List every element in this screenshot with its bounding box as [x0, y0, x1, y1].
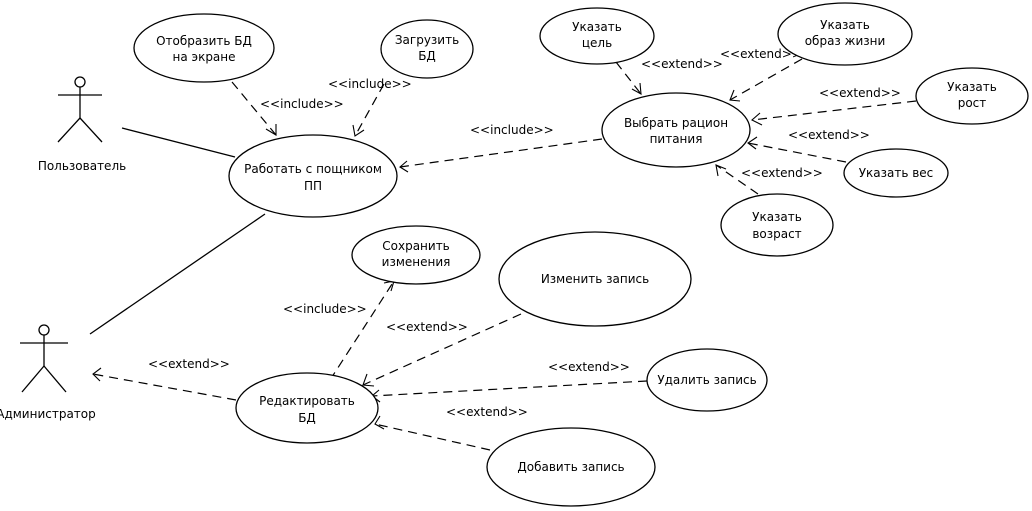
actor-admin	[20, 324, 68, 393]
usecase-show-db-line1: Отобразить БД	[156, 34, 252, 48]
arrowhead	[374, 415, 385, 430]
dep-lifestyle-choose	[729, 58, 803, 101]
label-extend: <<extend>>	[788, 128, 870, 142]
usecase-lifestyle-line1: Указать	[820, 18, 870, 32]
usecase-work-line2: ПП	[304, 179, 322, 193]
dep-show-work	[231, 81, 277, 136]
label-include: <<include>>	[328, 77, 412, 91]
usecase-age-line1: Указать	[752, 210, 802, 224]
dep-weight-choose	[747, 142, 847, 163]
label-extend: <<extend>>	[446, 405, 528, 419]
label-extend: <<extend>>	[741, 166, 823, 180]
label-extend: <<extend>>	[641, 57, 723, 71]
usecase-goal: Указать цель	[539, 7, 655, 65]
label-extend: <<extend>>	[386, 320, 468, 334]
dep-goal-choose	[615, 61, 642, 95]
usecase-edit-record: Изменить запись	[498, 231, 692, 327]
usecase-save-line2: изменения	[382, 255, 451, 269]
label-include: <<include>>	[260, 97, 344, 111]
label-extend: <<extend>>	[720, 47, 802, 61]
label-include: <<include>>	[470, 123, 554, 137]
arrowhead	[265, 124, 277, 136]
usecase-edit-record-line1: Изменить запись	[541, 272, 649, 286]
dep-delete-editdb	[371, 380, 648, 397]
usecase-goal-line1: Указать	[572, 20, 622, 34]
arrowhead	[92, 367, 102, 382]
actor-user	[57, 76, 103, 143]
actor-admin-label: Администратор	[0, 407, 96, 421]
arrowhead	[399, 160, 409, 173]
usecase-add-record: Добавить запись	[486, 427, 656, 507]
usecase-height: Указать рост	[915, 67, 1029, 125]
usecase-load-db-line1: Загрузить	[395, 33, 459, 47]
usecase-edit-db: Редактировать БД	[235, 372, 379, 444]
usecase-edit-db-line2: БД	[298, 411, 316, 425]
arrowhead	[751, 112, 763, 126]
association-user-work	[121, 127, 236, 158]
arrowhead	[747, 136, 758, 150]
arrowhead	[715, 164, 727, 177]
usecase-load-db: Загрузить БД	[380, 19, 474, 79]
arrowhead	[362, 373, 375, 387]
usecase-goal-line2: цель	[582, 36, 612, 50]
usecase-height-line2: рост	[958, 96, 987, 110]
dep-add-editdb	[374, 423, 491, 451]
usecase-weight: Указать вес	[843, 148, 949, 198]
dep-choose-work	[399, 138, 603, 168]
label-extend: <<extend>>	[819, 86, 901, 100]
dep-load-work	[354, 83, 385, 137]
arrowhead	[729, 89, 741, 102]
usecase-lifestyle-line2: образ жизни	[805, 34, 886, 48]
association-admin-work	[89, 213, 266, 335]
dep-height-choose	[751, 100, 917, 121]
usecase-work: Работать с пощником ПП	[228, 134, 398, 218]
usecase-show-db-line2: на экране	[172, 50, 235, 64]
usecase-choose-diet: Выбрать рацион питания	[601, 92, 751, 168]
usecase-load-db-line2: БД	[418, 49, 436, 63]
usecase-choose-diet-line1: Выбрать рацион	[624, 116, 728, 130]
usecase-age: Указать возраст	[720, 193, 834, 257]
usecase-lifestyle: Указать образ жизни	[777, 2, 913, 66]
label-extend: <<extend>>	[548, 360, 630, 374]
usecase-weight-line1: Указать вес	[859, 166, 934, 180]
actor-user-label: Пользователь	[38, 159, 126, 173]
usecase-delete-record: Удалить запись	[646, 348, 768, 412]
dep-age-choose	[715, 164, 759, 195]
usecase-choose-diet-line2: питания	[650, 132, 703, 146]
arrowhead	[352, 124, 365, 137]
label-extend: <<extend>>	[148, 357, 230, 371]
usecase-save-line1: Сохранить	[382, 239, 450, 253]
usecase-save: Сохранить изменения	[351, 225, 481, 285]
usecase-add-record-line1: Добавить запись	[517, 460, 624, 474]
usecase-age-line2: возраст	[752, 227, 801, 241]
usecase-show-db: Отобразить БД на экране	[133, 13, 275, 83]
arrowhead	[631, 82, 642, 95]
usecase-work-line1: Работать с пощником	[244, 162, 382, 176]
label-include: <<include>>	[283, 302, 367, 316]
usecase-edit-db-line1: Редактировать	[259, 394, 355, 408]
dep-edit-save	[329, 280, 395, 381]
dep-editdb-admin	[92, 373, 237, 401]
usecase-delete-record-line1: Удалить запись	[657, 373, 756, 387]
usecase-height-line1: Указать	[947, 80, 997, 94]
